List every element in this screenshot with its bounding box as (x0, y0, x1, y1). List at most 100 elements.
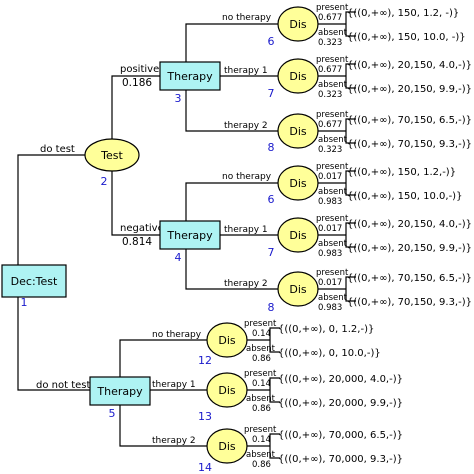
prob-present: 0.677 (318, 65, 342, 75)
label-neg-therapy-1: therapy 1 (224, 225, 268, 235)
label-pos-no-therapy: no therapy (222, 13, 272, 23)
node-number: 8 (268, 141, 275, 154)
label-neg-therapy-2: therapy 2 (224, 279, 268, 289)
prob-present: 0.017 (318, 172, 342, 182)
node-number: 1 (21, 296, 28, 309)
chance-node-dis-8a: Dis 8 (268, 113, 319, 154)
node-label: Dis (289, 177, 307, 190)
outcome-value: {((0,+∞), 150, 1.2,-)} (347, 167, 456, 178)
edge-dis14-fan (246, 433, 280, 459)
edge-labels: do test do not test positive 0.186 negat… (36, 13, 272, 446)
label-present: present (316, 214, 349, 224)
node-label: Dis (289, 18, 307, 31)
outcome-value: {((0,+∞), 70,150, 9.3,-)} (347, 297, 472, 308)
prob-absent: 0.86 (252, 354, 271, 364)
node-number: 8 (268, 301, 275, 314)
outcome-value: {((0,+∞), 20,150, 4.0,-)} (347, 60, 472, 71)
edge-dis13-fan (246, 377, 280, 403)
label-negative: negative (120, 223, 164, 234)
label-present: present (244, 425, 277, 435)
label-pos-therapy-2: therapy 2 (224, 121, 268, 131)
edge-do-not-test (17, 297, 90, 391)
outcome-value: {((0,+∞), 20,150, 9.9,-)} (347, 243, 472, 254)
edge-positive (111, 75, 160, 155)
node-label: Test (100, 149, 123, 162)
prob-present: 0.677 (318, 120, 342, 130)
chance-branch-labels: present 0.677 absent 0.323 present 0.677… (244, 3, 349, 470)
prob-present: 0.677 (318, 13, 342, 23)
label-present: present (316, 110, 349, 120)
label-absent: absent (318, 239, 348, 249)
node-label: Dis (289, 229, 307, 242)
chance-node-dis-7b: Dis 7 (268, 217, 319, 259)
node-label: Dis (289, 125, 307, 138)
decision-node-therapy-4: Therapy 4 (159, 220, 221, 264)
node-number: 3 (175, 92, 182, 105)
decision-node-root: Dec:Test 1 (1, 264, 67, 309)
label-nt-therapy-1: therapy 1 (152, 380, 196, 390)
label-nt-no-therapy: no therapy (152, 330, 202, 340)
edge-dis7b-fan (318, 222, 356, 248)
chance-node-dis-13: Dis 13 (198, 372, 248, 423)
node-number: 12 (198, 354, 212, 367)
label-present: present (316, 55, 349, 65)
prob-present: 0.017 (318, 224, 342, 234)
edge-negative (111, 155, 160, 236)
node-label: Dis (218, 440, 236, 453)
decision-node-therapy-5: Therapy 5 (89, 376, 151, 420)
outcome-value: {((0,+∞), 150, 1.2, -)} (347, 8, 459, 19)
label-neg-no-therapy: no therapy (222, 172, 272, 182)
label-do-test: do test (40, 144, 75, 155)
label-absent: absent (318, 28, 348, 38)
label-present: present (316, 3, 349, 13)
node-number: 6 (268, 193, 275, 206)
label-present: present (244, 369, 277, 379)
prob-absent: 0.323 (318, 145, 342, 155)
label-absent: absent (318, 187, 348, 197)
prob-present: 0.14 (252, 379, 271, 389)
edge-nt-therapy-2 (119, 390, 208, 447)
outcome-values: {((0,+∞), 150, 1.2, -)} {((0,+∞), 150, 1… (278, 8, 472, 465)
edge-dis12-fan (246, 327, 280, 353)
edge-neg-therapy-2 (185, 235, 278, 290)
prob-absent: 0.983 (318, 249, 342, 259)
prob-absent: 0.86 (252, 404, 271, 414)
label-absent: absent (246, 344, 276, 354)
outcome-value: {((0,+∞), 20,000, 9.9,-)} (278, 398, 403, 409)
label-present: present (244, 319, 277, 329)
prob-present: 0.14 (252, 329, 271, 339)
node-number: 6 (268, 35, 275, 48)
edge-do-test (17, 154, 85, 265)
outcome-value: {((0,+∞), 70,150, 6.5,-)} (347, 273, 472, 284)
chance-node-dis-14: Dis 14 (198, 428, 248, 474)
outcome-value: {((0,+∞), 70,150, 6.5,-)} (347, 115, 472, 126)
label-absent: absent (318, 80, 348, 90)
node-label: Dec:Test (11, 275, 58, 288)
label-do-not-test: do not test (36, 380, 90, 391)
label-pos-therapy-1: therapy 1 (224, 66, 268, 76)
node-number: 14 (198, 461, 212, 474)
outcome-value: {((0,+∞), 20,150, 4.0,-)} (347, 219, 472, 230)
outcome-value: {((0,+∞), 0, 1.2,-)} (278, 324, 374, 335)
node-label: Therapy (166, 229, 213, 242)
label-absent: absent (318, 293, 348, 303)
chance-node-dis-7a: Dis 7 (268, 58, 319, 100)
edge-dis7a-fan (318, 63, 356, 89)
prob-present: 0.017 (318, 278, 342, 288)
decision-node-therapy-3: Therapy 3 (159, 61, 221, 105)
prob-negative: 0.814 (122, 236, 152, 248)
outcome-value: {((0,+∞), 20,150, 9.9,-)} (347, 84, 472, 95)
node-number: 7 (268, 87, 275, 100)
outcome-value: {((0,+∞), 0, 10.0,-)} (278, 348, 381, 359)
edge-pos-therapy-2 (185, 76, 278, 132)
node-label: Dis (218, 334, 236, 347)
label-absent: absent (318, 135, 348, 145)
chance-node-dis-6b: Dis 6 (268, 165, 319, 206)
chance-node-dis-6a: Dis 6 (268, 6, 319, 48)
prob-absent: 0.86 (252, 460, 271, 470)
node-number: 2 (101, 175, 108, 188)
label-positive: positive (120, 64, 159, 75)
label-present: present (316, 268, 349, 278)
outcome-value: {((0,+∞), 150, 10.0,-)} (347, 191, 462, 202)
